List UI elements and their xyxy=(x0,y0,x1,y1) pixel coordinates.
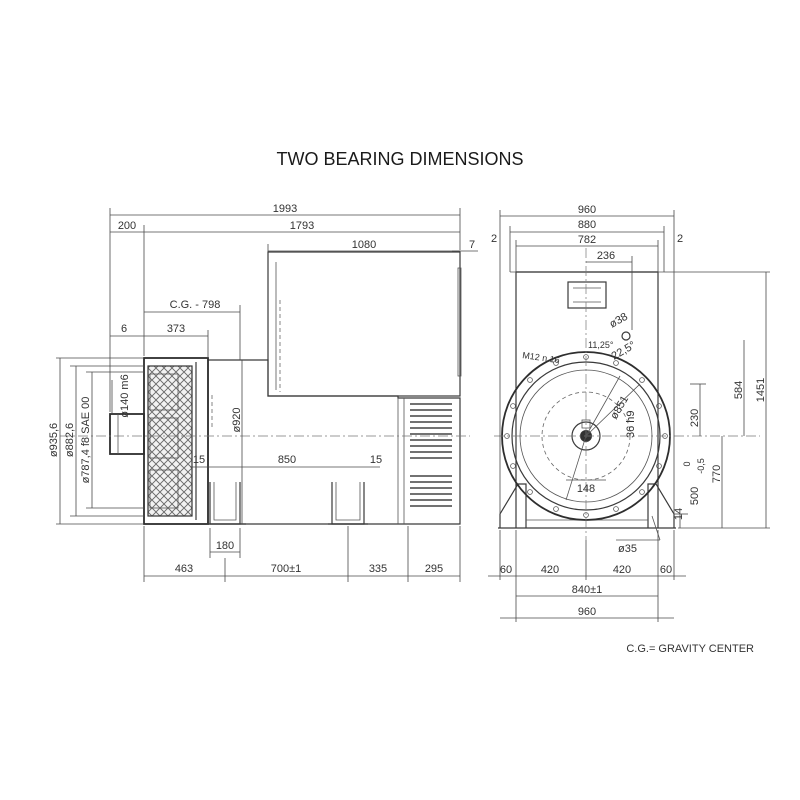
front-bottom-dimensions xyxy=(488,530,686,622)
dim-gap-left: 2 xyxy=(491,233,497,245)
bolt-holes xyxy=(504,354,668,518)
legend-gravity-center: C.G.= GRAVITY CENTER xyxy=(626,643,754,655)
dim-1451: 1451 xyxy=(755,378,767,402)
dim-770: 770 xyxy=(711,465,723,483)
air-outlet-louvers xyxy=(410,403,452,507)
dim-880: 880 xyxy=(578,219,596,231)
dim-hole-35: ø35 xyxy=(618,543,637,555)
terminal-plate xyxy=(567,281,607,309)
dim-782: 782 xyxy=(578,234,596,246)
dim-b-840: 840±1 xyxy=(572,584,603,596)
dim-b-960: 960 xyxy=(578,606,596,618)
dim-b-420-left: 420 xyxy=(541,564,559,576)
dim-15-right: 15 xyxy=(370,454,382,466)
terminal-box xyxy=(267,251,461,397)
mesh-guard xyxy=(147,365,193,517)
dim-front-960-top: 960 xyxy=(578,204,596,216)
front-view: 960 880 782 2 2 236 ø38 11,25° 22,5° M12… xyxy=(488,204,770,622)
dim-7: 7 xyxy=(469,239,475,251)
dim-1080: 1080 xyxy=(352,239,376,251)
dim-236: 236 xyxy=(597,250,615,262)
side-top-dimensions xyxy=(109,208,478,412)
dim-584: 584 xyxy=(733,381,745,399)
dim-295: 295 xyxy=(425,563,443,575)
dim-14: 14 xyxy=(673,508,685,520)
dim-148: 148 xyxy=(577,483,595,495)
dim-angle-225: 22,5° xyxy=(610,339,638,362)
generator-frame xyxy=(208,359,461,525)
dim-keyway: 36 h9 xyxy=(625,410,637,438)
dim-6: 6 xyxy=(121,323,127,335)
dim-shaft-140: ø140 m6 xyxy=(119,374,131,417)
dim-935: ø935,6 xyxy=(48,423,60,457)
dim-335: 335 xyxy=(369,563,387,575)
dim-tol-0: 0 xyxy=(682,461,692,466)
flange-diameter-dims xyxy=(56,357,144,525)
dim-thread-m12: M12 n.16 xyxy=(522,350,561,365)
dim-1993: 1993 xyxy=(273,203,297,215)
dim-882: ø882,6 xyxy=(64,423,76,457)
lifting-hole xyxy=(621,331,631,341)
dim-200: 200 xyxy=(118,220,136,232)
front-height-dimensions xyxy=(664,271,770,529)
dim-850: 850 xyxy=(278,454,296,466)
cg-dimension: C.G. - 798 xyxy=(170,299,221,311)
dim-373: 373 xyxy=(167,323,185,335)
dim-b-60-right: 60 xyxy=(660,564,672,576)
shaft xyxy=(109,413,145,455)
drawing-title: TWO BEARING DIMENSIONS xyxy=(276,149,523,169)
dim-700: 700±1 xyxy=(271,563,302,575)
dim-gap-right: 2 xyxy=(677,233,683,245)
side-view: 1993 200 1793 1080 7 C.G. - 798 6 373 ø9… xyxy=(48,203,478,582)
dim-b-420-right: 420 xyxy=(613,564,631,576)
dim-tol-05: -0,5 xyxy=(696,458,706,474)
dim-b-60-left: 60 xyxy=(500,564,512,576)
dim-angle-1125: 11,25° xyxy=(588,340,614,350)
dim-230: 230 xyxy=(689,409,701,427)
dim-hole-38: ø38 xyxy=(608,311,630,331)
front-top-dimensions xyxy=(499,210,675,514)
dim-500: 500 xyxy=(689,487,701,505)
dim-1793: 1793 xyxy=(290,220,314,232)
dim-180: 180 xyxy=(216,540,234,552)
dim-463: 463 xyxy=(175,563,193,575)
dim-787: ø787,4 f8 SAE 00 xyxy=(80,397,92,484)
dim-920: ø920 xyxy=(231,407,243,432)
mounting-feet xyxy=(206,395,368,525)
dim-15-left: 15 xyxy=(193,454,205,466)
